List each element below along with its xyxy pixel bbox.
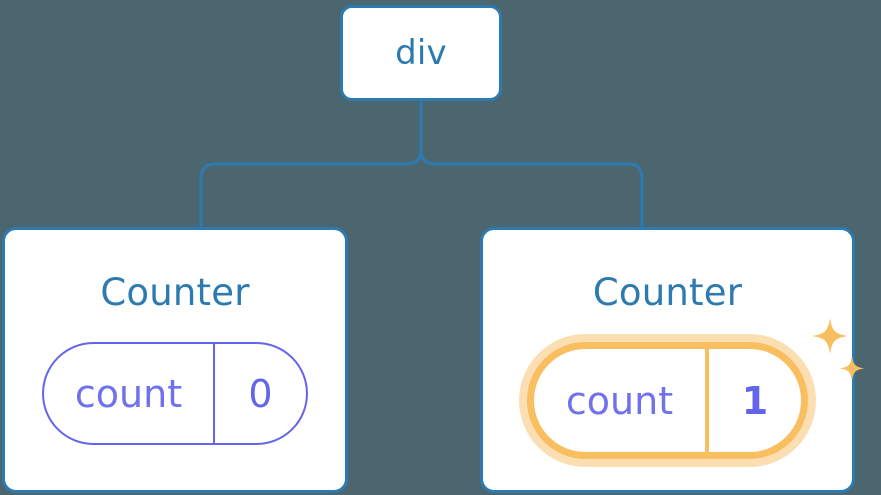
state-pill-right-key-cell: count <box>534 349 709 452</box>
node-div[interactable]: div <box>340 5 502 101</box>
state-pill-wrap-right: count 1 <box>527 318 865 459</box>
state-pill-left-key-cell: count <box>44 344 215 443</box>
state-pill-left[interactable]: count 0 <box>42 342 308 445</box>
state-pill-right-key: count <box>565 378 674 423</box>
node-counter-right-label: Counter <box>592 271 743 314</box>
state-pill-left-value: 0 <box>248 371 273 416</box>
node-counter-left-label: Counter <box>100 271 250 314</box>
state-pill-left-key: count <box>74 371 183 416</box>
node-div-label: div <box>395 33 447 73</box>
state-pill-wrap-left: count 0 <box>42 342 308 445</box>
state-pill-right[interactable]: count 1 <box>527 342 808 459</box>
node-counter-left[interactable]: Counter count 0 <box>2 227 348 493</box>
state-pill-right-value-cell: 1 <box>709 349 801 452</box>
state-pill-left-value-cell: 0 <box>215 344 306 443</box>
node-counter-right[interactable]: Counter count 1 <box>480 227 865 493</box>
state-pill-right-value: 1 <box>741 378 769 423</box>
